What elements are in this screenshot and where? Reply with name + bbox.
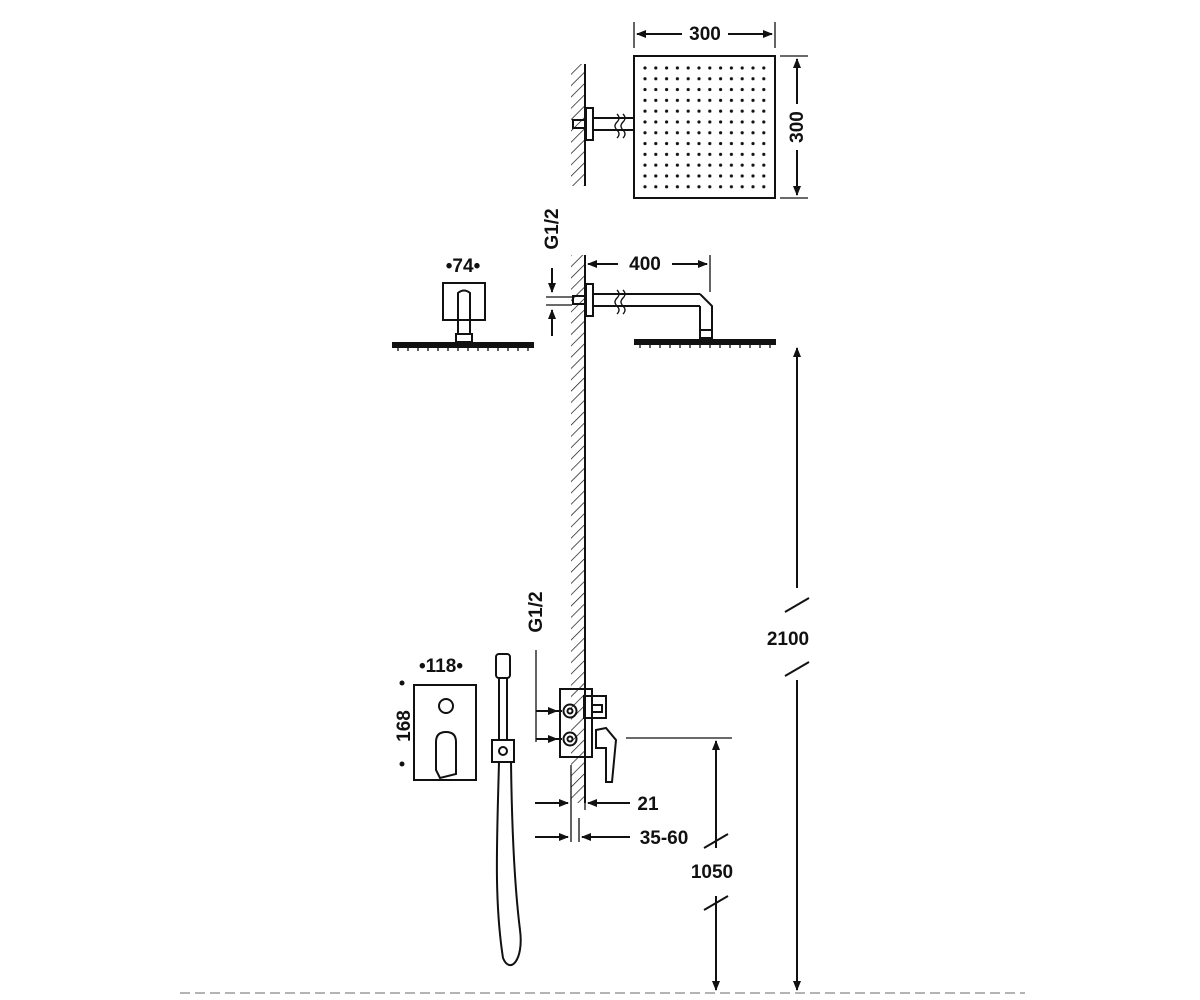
nozzle-grid (643, 66, 767, 190)
arm-flange-side (585, 283, 594, 317)
dim-head-connection: G1/2 (542, 208, 563, 249)
dim-arm-length: 400 (629, 254, 661, 275)
arm-flange-top (585, 107, 594, 141)
dim-valve-height: 1050 (691, 862, 733, 883)
shower-holder (491, 739, 515, 763)
wall-hatch-top (571, 64, 585, 186)
dim-valve-connection: G1/2 (526, 591, 547, 632)
flange-square (442, 282, 486, 321)
rain-head-side (634, 339, 776, 345)
dim-plate-height: 168 (394, 710, 415, 742)
shower-hose (495, 761, 522, 966)
head-top-view: 300 300 (571, 22, 808, 199)
hand-shower-head (495, 653, 511, 679)
dim-plate-width: •118• (419, 656, 463, 677)
mixer-lever-front (435, 730, 457, 780)
diverter-knob (438, 698, 454, 714)
dim-head-height: 300 (787, 111, 808, 143)
dim-embed-depth: 35-60 (640, 828, 689, 849)
mixer-lever-side (595, 726, 618, 783)
arm-elbow (699, 293, 713, 331)
rain-head-front (392, 342, 534, 348)
mixer-side-view: G1/2 21 35-60 (526, 591, 688, 849)
mixer-plate (413, 684, 477, 781)
dim-total-height: 2100 (767, 629, 809, 650)
mixer-plate-front: •118• 168 (394, 656, 477, 781)
dim-head-width: 300 (689, 24, 721, 45)
dim-plate-depth: 21 (637, 794, 659, 815)
rain-head-square (633, 55, 776, 199)
wall-hatch-main (571, 255, 585, 803)
hand-shower (491, 653, 522, 966)
flange-front-view: •74• (392, 256, 534, 351)
height-dimensions: 2100 1050 (626, 347, 810, 991)
side-view: 400 G1/2 (180, 208, 1025, 994)
dim-flange-width: •74• (446, 256, 481, 277)
mixer-body (559, 688, 593, 758)
